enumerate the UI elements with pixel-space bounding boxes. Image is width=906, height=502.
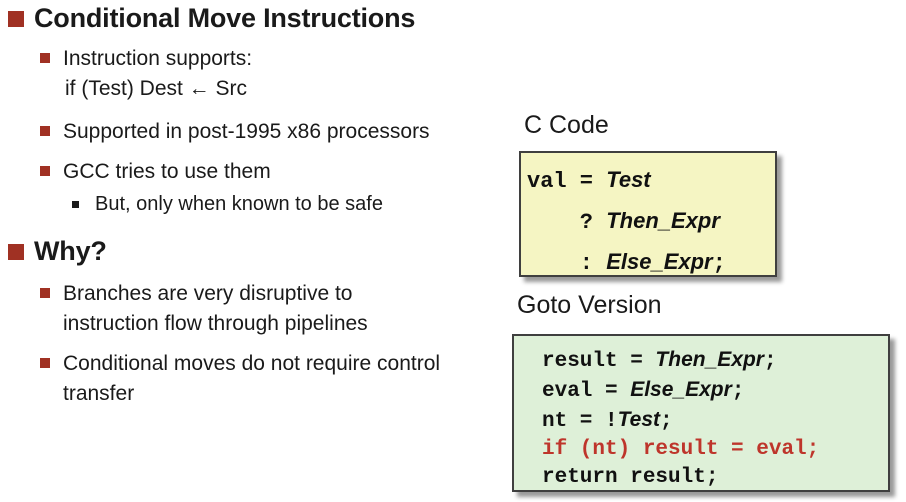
bullet-square-icon [40,53,50,63]
code-line: return result; [542,464,882,492]
code-text: ; [763,350,777,373]
code-line: val = Test [527,161,769,202]
bullet-square-icon [40,288,50,298]
code-text: ; [660,410,673,433]
code-text: val = [527,169,607,194]
code-text: ; [712,251,726,276]
page-title: Conditional Move Instructions [34,3,416,33]
bullet-item-supported: Supported in post-1995 x86 processors [63,120,430,143]
code-variable: Then_Expr [606,208,720,233]
code-text: : [527,251,607,276]
bullet-item-gcc: GCC tries to use them [63,160,271,183]
code-line: nt = !Test; [542,406,882,436]
code-text: return result; [542,466,719,489]
bullet-item-instruction-supports: Instruction supports: [63,47,253,70]
code-variable: Else_Expr [606,249,713,274]
goto-version-box: result = Then_Expr; eval = Else_Expr; nt… [512,334,890,492]
bullet-square-icon [40,166,50,176]
bullet-square-icon [40,126,50,136]
code-line: eval = Else_Expr; [542,376,882,406]
code-text: ? [527,210,607,235]
code-text: eval = [542,380,631,403]
bullet-square-icon [72,201,79,208]
bullet-square-icon [8,11,24,27]
goto-version-label: Goto Version [517,291,662,319]
code-text: nt = ! [542,410,618,433]
code-text-red: if (nt) result = eval; [542,438,820,461]
bullet-square-icon [40,358,50,368]
bullet-square-icon [8,244,24,260]
c-code-box: val = Test ? Then_Expr : Else_Expr; [519,151,777,277]
c-code-label: C Code [524,111,609,139]
code-line: ? Then_Expr [527,202,769,243]
code-variable: Then_Expr [655,348,764,371]
bullet-item-branches: Branches are very disruptive to instruct… [63,282,368,335]
code-variable: Test [617,408,661,431]
code-variable: Test [606,167,651,192]
code-line-highlighted: if (nt) result = eval; [542,436,882,464]
bullet-item-if-test: if (Test) Dest ← Src [65,77,248,100]
code-variable: Else_Expr [630,378,732,401]
code-line: result = Then_Expr; [542,346,882,376]
code-text: result = [542,350,656,373]
code-line: : Else_Expr; [527,243,769,284]
section-title-why: Why? [34,236,107,266]
code-text: ; [731,380,745,403]
bullet-item-cond-moves: Conditional moves do not require control… [63,352,441,405]
bullet-item-but-safe: But, only when known to be safe [95,193,383,215]
